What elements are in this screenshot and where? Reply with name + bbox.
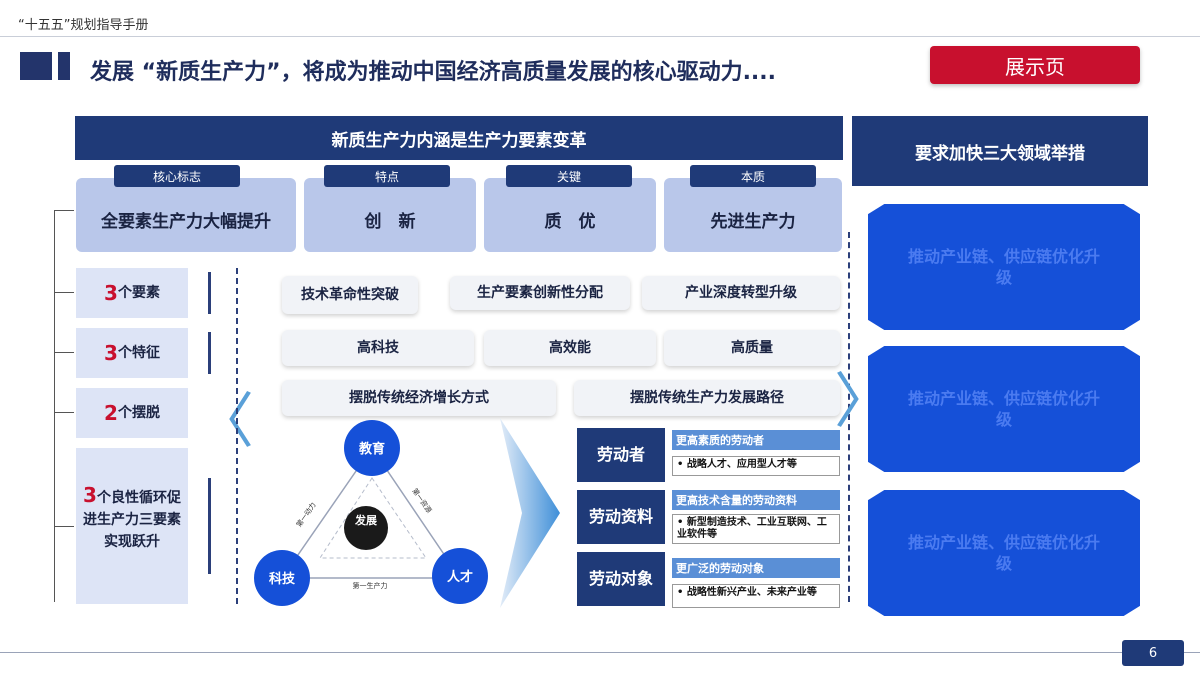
dashed-divider-right [848,232,850,602]
labor-head-workers: 更高素质的劳动者 [672,430,840,450]
bottom-divider [0,652,1200,653]
labor-note-objects: • 战略性新兴产业、未来产业等 [672,584,840,608]
labor-note-tools: • 新型制造技术、工业互联网、工业软件等 [672,514,840,544]
bracket-tick [54,352,74,353]
feature-high-efficiency: 高效能 [484,330,656,366]
bracket-tick [54,526,74,527]
triangle-inner-dashed [319,477,427,559]
stack-number: 2 [104,401,118,425]
bracket-tick [54,412,74,413]
labor-head-objects: 更广泛的劳动对象 [672,558,840,578]
stack-number: 3 [104,281,118,305]
node-label: 教育 [358,441,385,457]
measures-banner: 要求加快三大领域举措 [852,116,1148,186]
edge-label: 第一动力 [294,501,317,529]
pillar-key: 质 优 [484,178,656,252]
title-marker-block [20,52,52,80]
dashed-divider-left [236,268,238,604]
feature-high-tech: 高科技 [282,330,474,366]
measure-card-3: 推动产业链、供应链优化升级 [868,490,1140,616]
title-marker-bar [58,52,70,80]
top-divider [0,36,1200,37]
measure-card-2: 推动产业链、供应链优化升级 [868,346,1140,472]
breakaway-growth-mode: 摆脱传统经济增长方式 [282,380,556,416]
bracket-tick [54,210,74,211]
stack-label: 个摆脱 [117,405,160,421]
measure-card-1: 推动产业链、供应链优化升级 [868,204,1140,330]
labor-head-tools: 更高技术含量的劳动资料 [672,490,840,510]
flow-arrow-icon [500,418,560,608]
pillar-essence: 先进生产力 [664,178,842,252]
triangle-outline [280,446,462,579]
labor-note-workers: • 战略人才、应用型人才等 [672,456,840,476]
display-page-badge: 展示页 [930,46,1140,84]
stack-bar [208,332,211,374]
tag-essence: 本质 [690,165,816,187]
labor-label-objects: 劳动对象 [577,552,665,606]
stack-label: 个要素 [117,285,160,301]
pillar-feature: 创 新 [304,178,476,252]
left-bracket-line [54,210,55,602]
node-talent [432,548,488,604]
stack-number: 3 [83,483,97,507]
tag-feature: 特点 [324,165,450,187]
labor-label-workers: 劳动者 [577,428,665,482]
pillar-core-mark: 全要素生产力大幅提升 [76,178,296,252]
feature-high-quality: 高质量 [664,330,840,366]
page-number: 6 [1122,640,1184,666]
tag-key: 关键 [506,165,632,187]
node-development [344,506,388,550]
bracket-tick [54,292,74,293]
edge-label: 第一生产力 [353,581,388,590]
stack-label: 个特征 [117,345,160,361]
stack-bar [208,272,211,314]
chevron-left-icon: 〈 [194,387,254,457]
labor-label-tools: 劳动资料 [577,490,665,544]
page-heading: 发展 “新质生产力”，将成为推动中国经济高质量发展的核心驱动力.... [90,60,777,85]
node-label: 人才 [447,569,473,585]
stack-item-cycles: 3个良性循环促进生产力三要素实现跃升 [76,448,188,604]
document-title: “十五五”规划指导手册 [18,18,149,33]
node-label: 发展 [354,513,378,527]
breakaway-development-path: 摆脱传统生产力发展路径 [574,380,840,416]
stack-bar [208,478,211,574]
node-technology [254,550,310,606]
triangle-diagram: 教育 科技 人才 发展 第一动力 第一资源 第一生产力 [254,420,488,606]
node-label: 科技 [269,571,296,587]
tag-core-mark: 核心标志 [114,165,240,187]
trait-factor-allocation: 生产要素创新性分配 [450,276,630,310]
connotation-banner: 新质生产力内涵是生产力要素变革 [75,116,843,160]
stack-label: 个良性循环促进生产力三要素实现跃升 [83,490,181,550]
trait-industry-upgrade: 产业深度转型升级 [642,276,840,310]
node-education [344,420,400,476]
stack-number: 3 [104,341,118,365]
trait-tech-revolution: 技术革命性突破 [282,276,418,314]
